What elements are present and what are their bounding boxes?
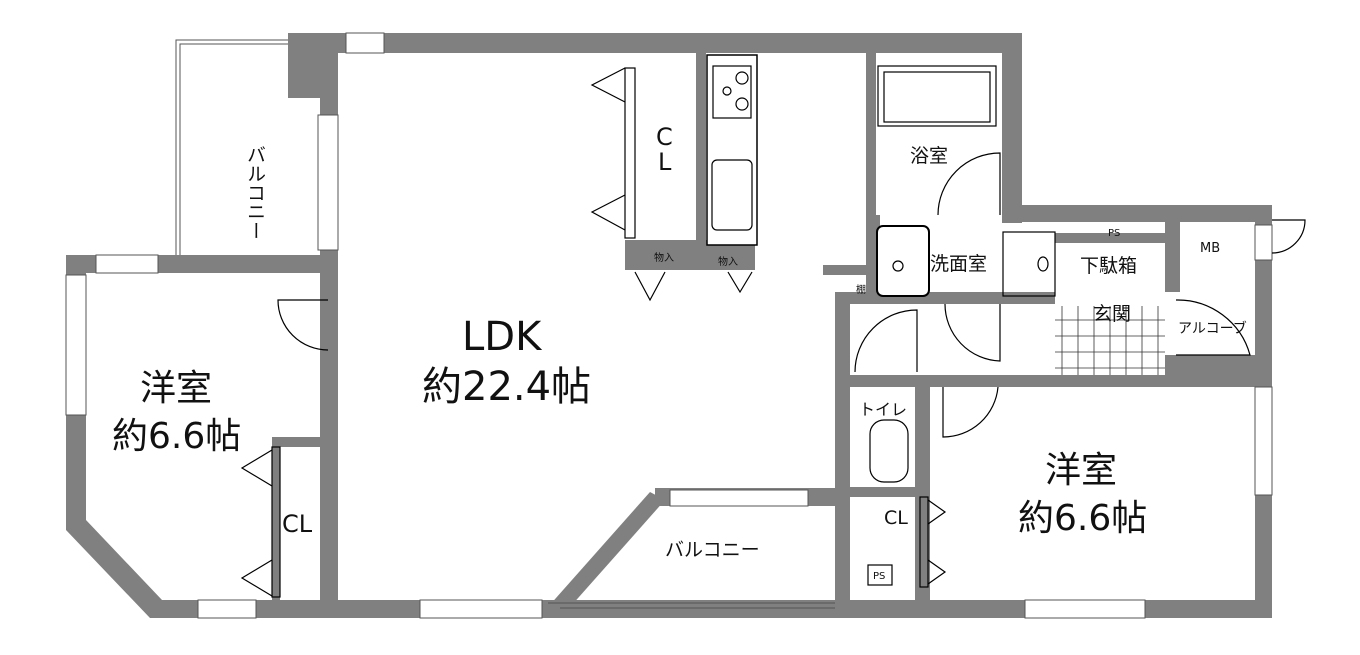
western-right-size: 約6.6帖 (1018, 498, 1147, 539)
toilet-icon (869, 419, 909, 483)
doors (240, 67, 1306, 597)
entrance-tiles (1055, 306, 1165, 375)
ldk-size: 約22.4帖 (422, 364, 591, 410)
western-left-name: 洋室 (140, 368, 212, 409)
western-left-size: 約6.6帖 (112, 416, 241, 457)
kitchen-counter (706, 54, 758, 246)
storage-1-label: 物入 (654, 251, 674, 264)
washroom-label: 洗面室 (930, 253, 987, 275)
kitchen-sink-icon (711, 159, 753, 231)
western-right-name: 洋室 (1045, 450, 1117, 491)
walls (66, 33, 1272, 618)
shoe-box-label: 下駄箱 (1080, 255, 1137, 277)
kitchen-closet-c: C (656, 123, 673, 151)
ps-bottom-label: PS (873, 571, 885, 582)
balcony-bottom-label: バルコニー (665, 539, 760, 561)
bath-label: 浴室 (910, 145, 948, 167)
entrance-label: 玄関 (1093, 303, 1131, 325)
washing-machine-pan (1002, 231, 1056, 297)
alcove-label: アルコーブ (1178, 320, 1247, 337)
closet-right-label: CL (884, 507, 908, 529)
ps-top-label: PS (1108, 228, 1120, 239)
balcony-top-railing (175, 39, 320, 255)
ldk-name: LDK (462, 314, 543, 360)
mb-label: MB (1200, 241, 1220, 256)
balcony-top-railing-inner (179, 43, 320, 255)
storage-2-label: 物入 (718, 255, 738, 268)
stove-icon (712, 65, 752, 119)
wash-basin-icon (876, 225, 930, 297)
ps-bottom-box (867, 564, 893, 586)
closet-left-label: CL (282, 510, 313, 538)
balcony-top-label: バルコニー (244, 145, 266, 240)
fixtures (271, 54, 1056, 598)
toilet-label: トイレ (859, 400, 907, 419)
windows (65, 32, 1273, 619)
kitchen-closet-l: L (658, 148, 672, 176)
shelf-label: 棚 (856, 283, 866, 296)
